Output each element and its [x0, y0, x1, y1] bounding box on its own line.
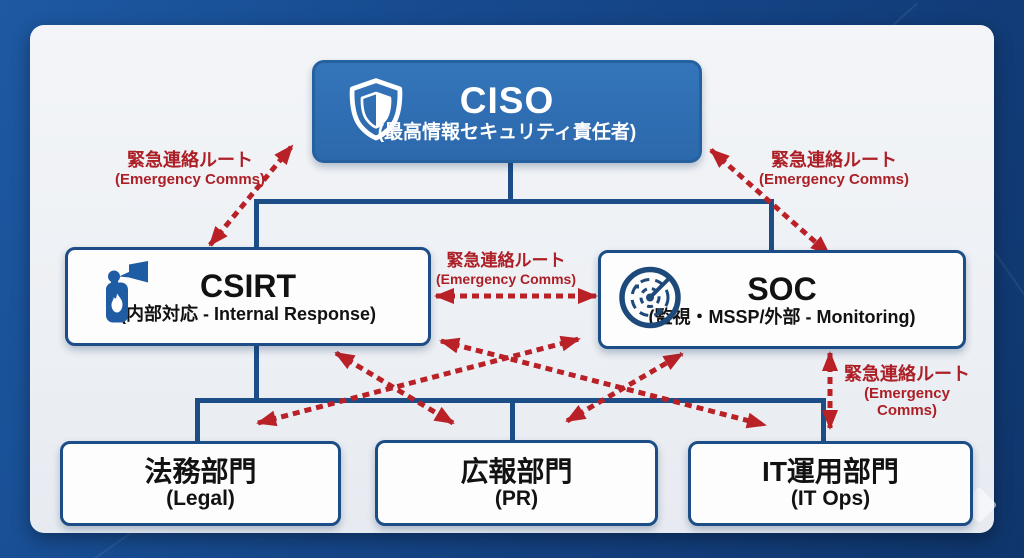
radar-icon [615, 262, 685, 337]
connector-to-soc [769, 199, 774, 252]
connector-to-csirt [254, 199, 259, 249]
node-legal: 法務部門 (Legal) [60, 441, 341, 526]
emergency-label-en: (Emergency Comms) [864, 384, 950, 419]
node-subtitle: (内部対応 - Internal Response) [119, 304, 377, 325]
emergency-label-soc-itops: 緊急連絡ルート (Emergency Comms) [834, 364, 980, 419]
connector-to-pr [510, 398, 515, 442]
emergency-label-csirt-soc: 緊急連絡ルート (Emergency Comms) [424, 251, 588, 287]
node-itops: IT運用部門 (IT Ops) [688, 441, 973, 526]
emergency-label-en: (Emergency Comms) [758, 170, 910, 188]
node-pr: 広報部門 (PR) [375, 440, 658, 526]
connector-top-horizontal [254, 199, 774, 204]
node-subtitle: (IT Ops) [790, 487, 871, 511]
emergency-label-ciso-csirt: 緊急連絡ルート (Emergency Comms) [98, 150, 282, 188]
node-subtitle: (監視・MSSP/外部 - Monitoring) [648, 307, 916, 328]
node-soc: SOC (監視・MSSP/外部 - Monitoring) [598, 250, 966, 349]
emergency-label-en: (Emergency Comms) [114, 170, 266, 188]
shield-icon [339, 76, 413, 147]
emergency-label-jp: 緊急連絡ルート [446, 251, 566, 270]
emergency-label-ciso-soc: 緊急連絡ルート (Emergency Comms) [748, 150, 920, 188]
emergency-label-jp: 緊急連絡ルート [127, 150, 253, 170]
node-subtitle: (PR) [494, 486, 539, 510]
node-title: 広報部門 [460, 455, 573, 487]
emergency-label-en: (Emergency Comms) [435, 270, 577, 287]
node-subtitle: (最高情報セキュリティ責任者) [377, 121, 637, 143]
fire-extinguisher-icon [94, 260, 152, 333]
node-ciso: CISO (最高情報セキュリティ責任者) [312, 60, 702, 163]
node-subtitle: (Legal) [166, 487, 235, 511]
connector-to-legal [195, 398, 200, 443]
connector-ciso-down [508, 155, 513, 204]
emergency-label-jp: 緊急連絡ルート [771, 150, 897, 170]
node-title: CISO [459, 80, 555, 122]
connector-to-itops [821, 398, 826, 443]
node-title: IT運用部門 [762, 456, 899, 488]
emergency-label-jp: 緊急連絡ルート [844, 364, 970, 384]
connector-csirt-down [254, 338, 259, 403]
node-title: SOC [747, 270, 817, 307]
node-title: 法務部門 [144, 456, 257, 488]
node-csirt: CSIRT (内部対応 - Internal Response) [65, 247, 431, 346]
node-title: CSIRT [200, 267, 296, 304]
